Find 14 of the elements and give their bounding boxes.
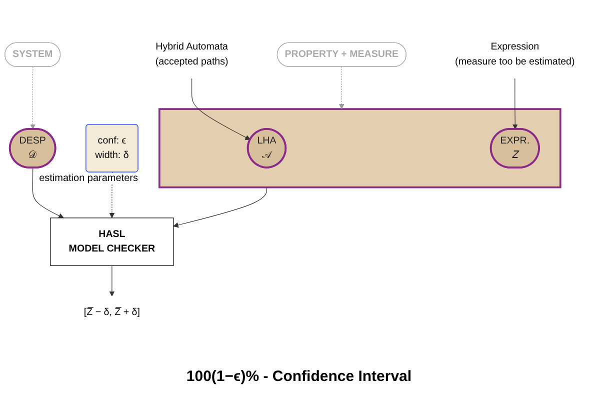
node-text: Expression (measure too be estimated) xyxy=(455,42,575,67)
arrow xyxy=(32,167,64,218)
node-caption: estimation parameters xyxy=(39,173,138,184)
cluster xyxy=(158,108,562,188)
arrow xyxy=(109,265,115,296)
node-box: HASL MODEL CHECKER xyxy=(50,218,174,266)
node-text: [Z̅ − δ, Z̅ + δ] xyxy=(84,307,140,318)
arrow xyxy=(173,187,268,228)
arrow xyxy=(30,66,36,130)
arrow xyxy=(338,66,344,110)
arrow xyxy=(192,78,250,140)
node-text: Hybrid Automata (accepted paths) xyxy=(155,42,228,67)
caption-text: 100(1−ϵ)% - Confidence Interval xyxy=(185,368,413,385)
arrow xyxy=(512,78,518,130)
